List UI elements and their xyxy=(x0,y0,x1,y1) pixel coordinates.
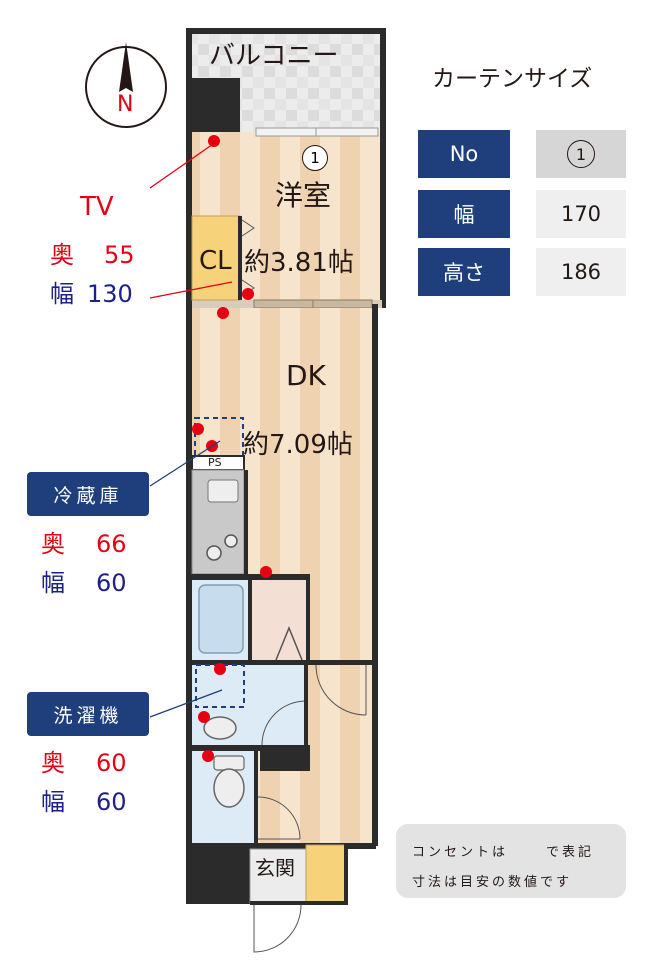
curtain-value-no: 1 xyxy=(536,130,626,178)
wall xyxy=(192,745,262,751)
toilet-room xyxy=(192,751,301,843)
outlet-icon xyxy=(214,663,226,675)
compass-label: N xyxy=(117,92,134,117)
western-room-size: 約3.81帖 xyxy=(244,248,354,278)
curtain-head-height: 高さ xyxy=(418,248,510,296)
note-line-1a: コンセントは xyxy=(412,845,509,860)
closet-label: CL xyxy=(199,246,232,276)
wall xyxy=(260,745,310,771)
stove-burner-icon xyxy=(224,534,238,548)
tv-width-value: 130 xyxy=(87,280,133,308)
outlet-icon xyxy=(217,307,229,319)
tv-width-label: 幅 xyxy=(50,280,74,308)
washer-depth-value: 60 xyxy=(96,749,127,777)
outlet-icon xyxy=(260,566,272,578)
curtain-title: カーテンサイズ xyxy=(432,66,593,92)
dk-door xyxy=(315,664,367,716)
curtain-head-no: No xyxy=(418,130,510,178)
washer-depth-label: 奥 xyxy=(41,749,65,777)
outer-wall-left xyxy=(186,28,192,904)
outlet-icon xyxy=(242,288,254,300)
entrance xyxy=(249,843,348,953)
closet xyxy=(191,215,255,301)
fridge-width-value: 60 xyxy=(96,569,127,597)
balcony xyxy=(190,28,386,134)
tv-depth-value: 55 xyxy=(104,241,135,269)
wall xyxy=(186,843,376,849)
compass xyxy=(85,42,167,128)
fridge-badge: 冷蔵庫 xyxy=(27,472,149,516)
storage xyxy=(252,580,310,661)
washer-width-label: 幅 xyxy=(41,788,65,816)
window-number-marker: 1 xyxy=(302,145,328,171)
shoe-cabinet xyxy=(305,844,347,904)
note-line-1b: で表記 xyxy=(546,845,595,860)
bathtub-icon xyxy=(198,584,244,654)
outlet-note: コンセントは で表記 寸法は目安の数値です xyxy=(396,824,626,898)
outlet-icon xyxy=(208,135,220,147)
outlet-icon xyxy=(198,711,210,723)
stove-burner-icon xyxy=(206,545,222,561)
washbasin-icon xyxy=(203,716,237,740)
curtain-head-width: 幅 xyxy=(418,190,510,238)
curtain-number-circle: 1 xyxy=(567,140,595,168)
toilet-icon xyxy=(213,768,245,808)
wall xyxy=(192,574,310,580)
wall xyxy=(186,843,250,904)
dk-size: 約7.09帖 xyxy=(243,430,353,460)
washroom xyxy=(192,664,308,746)
fridge-depth-value: 66 xyxy=(96,530,127,558)
bathroom xyxy=(192,580,252,660)
washer-width-value: 60 xyxy=(96,788,127,816)
dk-label: DK xyxy=(286,359,326,392)
balcony-label: バルコニー xyxy=(209,41,339,71)
compass-needle-icon xyxy=(119,42,133,92)
fridge-width-label: 幅 xyxy=(41,569,65,597)
sink-icon xyxy=(207,479,239,503)
leader-lines xyxy=(149,141,233,718)
wall xyxy=(192,660,374,665)
entrance-label: 玄関 xyxy=(255,856,295,880)
curtain-value-height: 186 xyxy=(536,248,626,296)
ps-label: PS xyxy=(208,456,222,469)
western-room-label: 洋室 xyxy=(275,179,332,212)
tv-depth-label: 奥 xyxy=(50,241,74,269)
tv-label: TV xyxy=(80,192,114,222)
outlet-icon xyxy=(202,750,214,762)
fridge-depth-label: 奥 xyxy=(41,530,65,558)
entrance-door xyxy=(253,904,302,953)
note-line-2: 寸法は目安の数値です xyxy=(412,875,573,890)
outlet-icon xyxy=(192,423,204,435)
curtain-value-width: 170 xyxy=(536,190,626,238)
window-number-circle: 1 xyxy=(302,145,328,171)
kitchen-counter xyxy=(191,469,248,575)
washer-badge: 洗濯機 xyxy=(27,692,149,736)
